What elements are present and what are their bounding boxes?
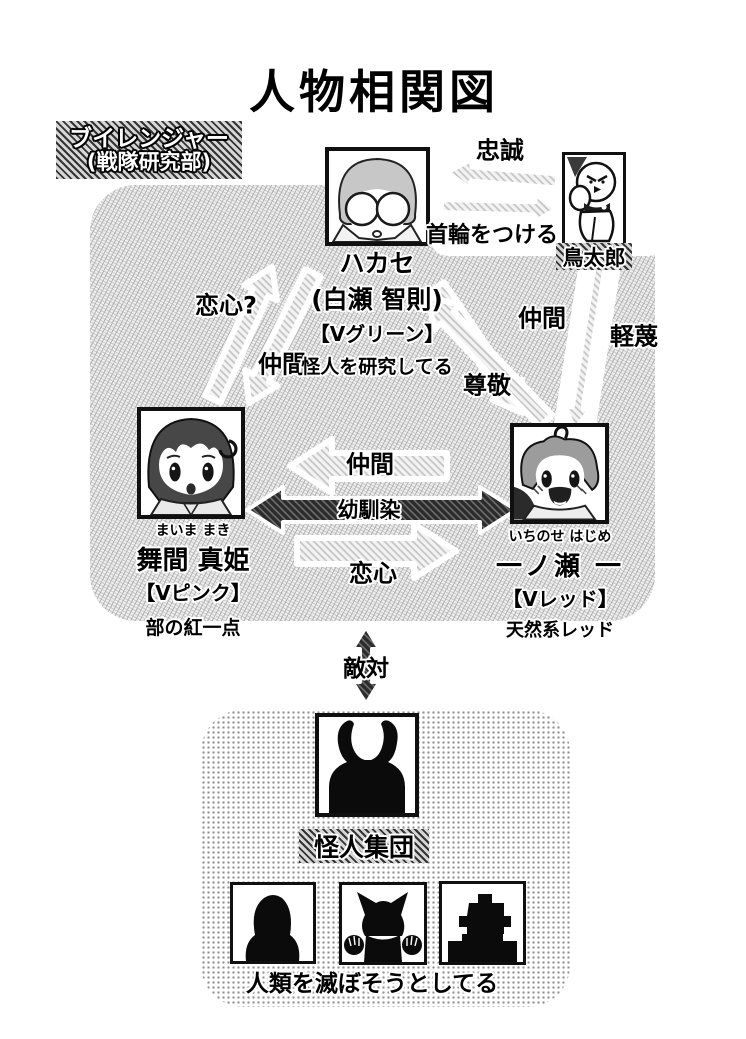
hajime-avatar-icon xyxy=(514,427,600,520)
hakase-real-name: (白瀬 智則) xyxy=(311,285,443,314)
maki-role: 【Vピンク】 xyxy=(135,581,251,605)
hooded-figure-icon xyxy=(245,895,300,961)
maki-furigana: まいま まき xyxy=(155,523,231,539)
relation-put-collar-label: 首輪をつける xyxy=(425,223,559,248)
hakase-name: ハカセ xyxy=(339,249,415,278)
relation-nakama-pair-label: 仲間 xyxy=(346,450,394,479)
maki-avatar-icon xyxy=(147,417,238,515)
villain-group-plate: 怪人集団 xyxy=(299,829,429,863)
villain-minion-robot-portrait xyxy=(439,881,526,965)
relation-love-label: 恋心 xyxy=(349,559,397,588)
hakase-name-block: ハカセ (白瀬 智則) 【Vグリーン】 怪人を研究してる xyxy=(279,244,475,379)
hajime-name-block: いちのせ はじめ 一ノ瀬 一 【Vレッド】 天然系レッド xyxy=(484,526,636,642)
relation-contempt-label: 軽蔑 xyxy=(610,322,658,351)
page-title: 人物相関図 xyxy=(249,65,499,119)
relation-childhood-label: 幼馴染 xyxy=(337,498,401,522)
hakase-note: 怪人を研究してる xyxy=(301,356,453,378)
team-name: ブイレンジャー xyxy=(69,125,229,152)
hajime-role: 【Vレッド】 xyxy=(502,587,618,611)
relation-love-maybe-label: 恋心? xyxy=(195,291,257,320)
maki-name-block: まいま まき 舞間 真姫 【Vピンク】 部の紅一点 xyxy=(119,520,267,640)
villain-group-name: 怪人集団 xyxy=(313,833,414,862)
horned-monster-icon xyxy=(329,720,405,813)
team-label: ブイレンジャー (戦隊研究部) xyxy=(56,121,242,179)
hajime-name: 一ノ瀬 一 xyxy=(495,552,625,582)
hajime-portrait xyxy=(510,423,609,524)
relation-nakama-hajime-label: 仲間 xyxy=(518,304,566,333)
toritaro-name: 鳥太郎 xyxy=(562,245,626,270)
toritaro-name-plate: 鳥太郎 xyxy=(556,243,632,270)
hakase-portrait xyxy=(325,147,430,246)
hajime-furigana: いちのせ はじめ xyxy=(508,529,612,545)
hajime-note: 天然系レッド xyxy=(506,620,614,641)
maki-name: 舞間 真姫 xyxy=(136,546,250,576)
hakase-role: 【Vグリーン】 xyxy=(309,322,445,346)
toritaro-portrait xyxy=(562,152,626,246)
maki-portrait xyxy=(137,407,245,519)
villain-note: 人類を滅ぼそうとしてる xyxy=(245,971,499,997)
hakase-avatar-icon xyxy=(331,157,423,242)
cat-monster-icon xyxy=(344,892,422,962)
villain-boss-portrait xyxy=(315,713,419,817)
villain-minion-hood-portrait xyxy=(230,882,316,964)
robot-monster-icon xyxy=(448,894,517,962)
team-subtitle: (戦隊研究部) xyxy=(86,150,212,175)
relation-hostility-label: 敵対 xyxy=(343,656,389,682)
villain-minion-cat-portrait xyxy=(339,882,427,965)
toritaro-avatar-icon xyxy=(567,157,617,243)
relation-loyalty-label: 忠誠 xyxy=(476,136,524,165)
maki-note: 部の紅一点 xyxy=(145,617,241,639)
